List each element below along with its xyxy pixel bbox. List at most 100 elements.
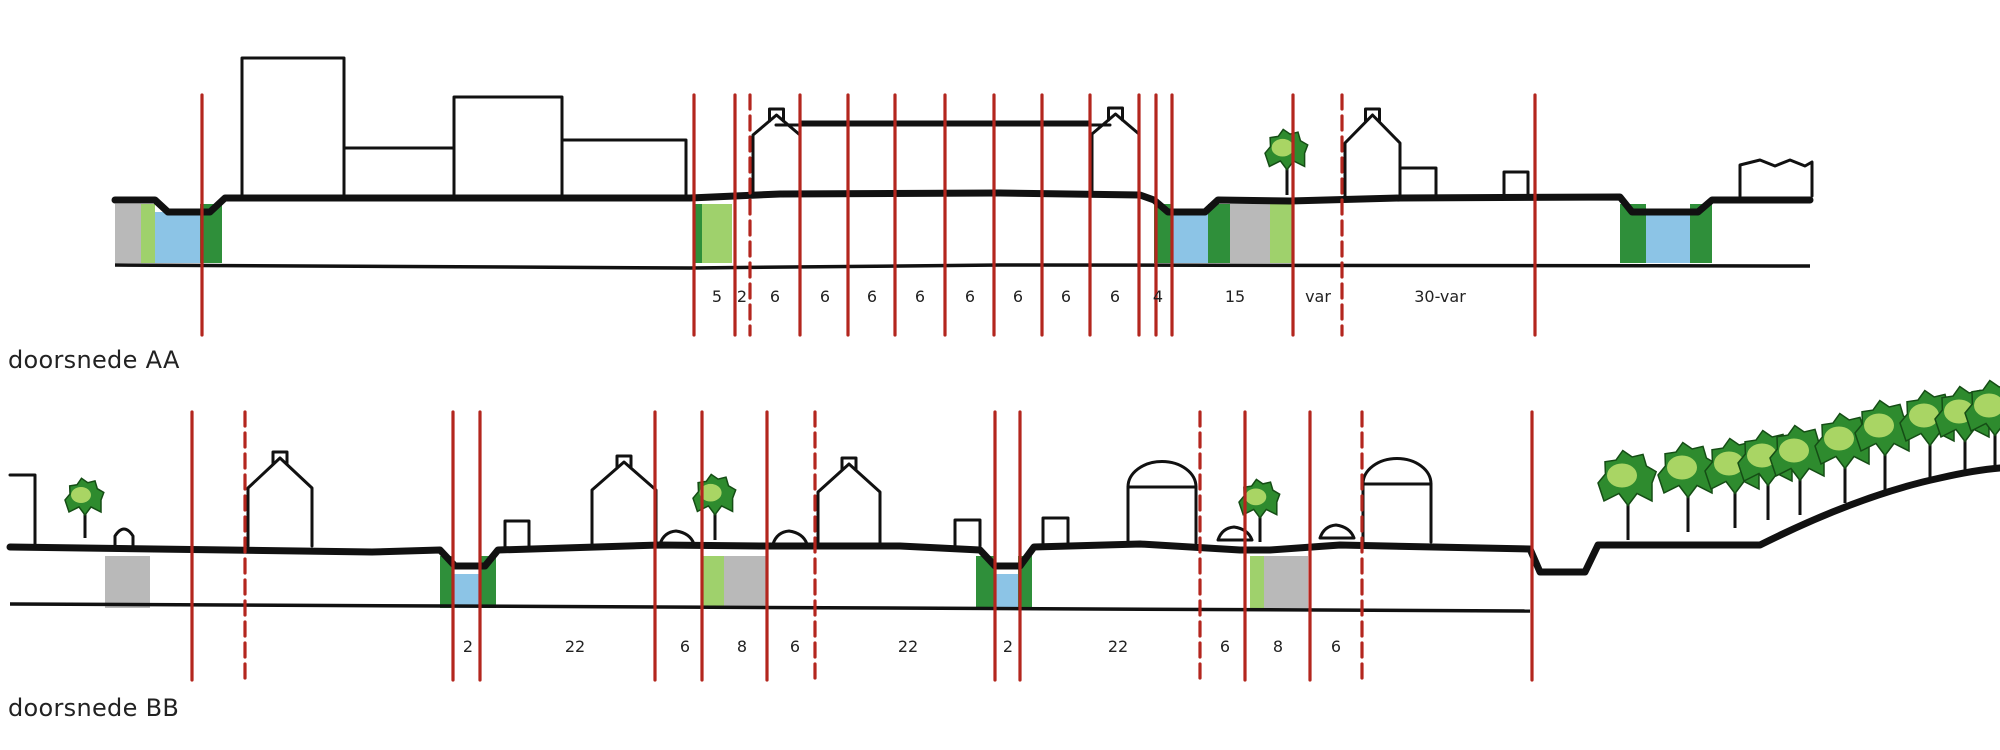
aa-dimension-label-2: 6 xyxy=(770,287,780,306)
bb-dimension-label-7: 22 xyxy=(1108,637,1128,656)
bb-tree-1 xyxy=(64,477,105,538)
aa-building-low-1 xyxy=(342,146,456,200)
aa-dimension-label-7: 6 xyxy=(1013,287,1023,306)
bb-dimension-label-3: 8 xyxy=(737,637,747,656)
bb-canal-water-2 xyxy=(994,574,1018,608)
bb-shed-2 xyxy=(953,518,982,548)
aa-dimension-label-1: 2 xyxy=(737,287,747,306)
aa-building-low-2 xyxy=(560,138,688,200)
bb-house-gable-3-chimney xyxy=(840,456,858,472)
aa-house-gable-1-chimney xyxy=(768,107,785,123)
aa-dimension-label-9: 6 xyxy=(1110,287,1120,306)
bb-paving-1 xyxy=(724,556,768,608)
bb-forest-tree-5 xyxy=(1814,412,1875,503)
bb-car-4 xyxy=(1318,523,1356,540)
aa-canal-water-far xyxy=(1646,212,1690,263)
aa-dimension-label-10: 4 xyxy=(1153,287,1163,306)
bb-forest-tree-1 xyxy=(1657,441,1718,532)
bb-dimension-label-0: 2 xyxy=(463,637,473,656)
aa-green-bank-left xyxy=(200,204,222,263)
bb-shed-1 xyxy=(503,519,531,551)
bb-forest-tree-1-highlight xyxy=(1667,455,1697,480)
aa-dimension-label-13: 30-var xyxy=(1414,287,1466,306)
bb-green-strip-1 xyxy=(702,556,724,608)
bb-house-dome-1 xyxy=(1126,460,1198,545)
aa-dimension-label-12: var xyxy=(1305,287,1331,306)
bb-house-gable-2 xyxy=(590,460,658,548)
bb-forest-tree-3-highlight xyxy=(1747,443,1777,468)
aa-tree xyxy=(1264,128,1309,195)
aa-house-gable-3-chimney xyxy=(1364,107,1381,123)
bb-house-dome-2 xyxy=(1361,457,1433,544)
bb-tree-1-highlight xyxy=(71,487,91,503)
bb-dimension-label-8: 6 xyxy=(1220,637,1230,656)
bb-car-1 xyxy=(658,529,696,546)
bb-dimension-label-4: 6 xyxy=(790,637,800,656)
bb-canal-water-1 xyxy=(454,574,480,608)
bb-forest-tree-7-highlight xyxy=(1909,403,1939,428)
bb-car-3 xyxy=(1216,525,1254,542)
bb-forest-tree-5-highlight xyxy=(1824,426,1854,451)
bb-forest-tree-4 xyxy=(1769,424,1830,515)
bb-dimension-label-5: 22 xyxy=(898,637,918,656)
bb-tree-2-highlight xyxy=(699,483,722,502)
bb-green-strip-2 xyxy=(1250,556,1264,608)
aa-green-bank-far-2 xyxy=(1690,204,1712,263)
section-title-aa: doorsnede AA xyxy=(8,346,180,374)
bb-tree-3-highlight xyxy=(1245,488,1267,506)
aa-base-line xyxy=(114,263,1811,270)
aa-dimension-label-3: 6 xyxy=(820,287,830,306)
bb-building-edge xyxy=(8,473,37,548)
bb-forest-tree-0-highlight xyxy=(1607,463,1637,488)
bb-dimension-label-10: 6 xyxy=(1331,637,1341,656)
bb-forest-tree-0 xyxy=(1597,449,1658,540)
bb-tree-2 xyxy=(692,473,737,540)
bb-base-line xyxy=(9,602,1531,613)
aa-house-gable-2-chimney xyxy=(1107,106,1124,122)
aa-green-bank-right-2 xyxy=(1208,204,1230,263)
aa-building-tall xyxy=(240,56,346,200)
bb-dimension-label-6: 2 xyxy=(1003,637,1013,656)
bb-bollard xyxy=(113,527,135,549)
bb-forest-tree-4-highlight xyxy=(1779,438,1809,463)
bb-house-gable-1 xyxy=(246,456,314,548)
bb-green-bank-2 xyxy=(976,556,994,608)
aa-green-strip-right xyxy=(1270,204,1292,263)
aa-dimension-label-0: 5 xyxy=(712,287,722,306)
bb-dimension-label-1: 22 xyxy=(565,637,585,656)
aa-dimension-label-8: 6 xyxy=(1061,287,1071,306)
bb-forest-tree-6-highlight xyxy=(1864,413,1894,438)
aa-house-gable-1 xyxy=(751,113,802,197)
aa-green-bank-right xyxy=(1154,204,1172,263)
bb-car-2 xyxy=(771,529,809,546)
aa-dimension-label-11: 15 xyxy=(1225,287,1245,306)
aa-dimension-label-4: 6 xyxy=(867,287,877,306)
bb-house-gable-2-chimney xyxy=(615,454,633,470)
bb-dimension-label-2: 6 xyxy=(680,637,690,656)
bb-house-gable-1-chimney xyxy=(271,450,289,466)
bb-paving-2 xyxy=(1264,556,1308,608)
aa-tree-highlight xyxy=(1271,138,1294,157)
bb-ground-surface xyxy=(6,464,2000,576)
aa-canal-water-left xyxy=(155,212,200,263)
aa-dimension-label-5: 6 xyxy=(915,287,925,306)
bb-dimension-label-9: 8 xyxy=(1273,637,1283,656)
aa-building-mid xyxy=(452,95,564,200)
aa-green-edge-center xyxy=(694,204,702,263)
bb-forest-tree-6 xyxy=(1854,399,1915,490)
bb-forest-tree-2-highlight xyxy=(1714,451,1744,476)
bb-forest-tree-9-highlight xyxy=(1974,393,2000,418)
section-title-bb: doorsnede BB xyxy=(8,694,180,722)
aa-ground-surface xyxy=(111,189,1814,216)
bb-tree-3 xyxy=(1238,478,1281,542)
bb-green-bank-1 xyxy=(440,556,454,608)
bb-paving-left xyxy=(105,556,150,608)
bb-forest-tree-9 xyxy=(1964,379,2000,470)
aa-quay-paving-right xyxy=(1230,204,1270,263)
aa-dimension-label-6: 6 xyxy=(965,287,975,306)
bb-shed-3 xyxy=(1041,516,1070,546)
aa-shed-2 xyxy=(1502,170,1530,198)
aa-green-strip-left xyxy=(141,204,155,263)
